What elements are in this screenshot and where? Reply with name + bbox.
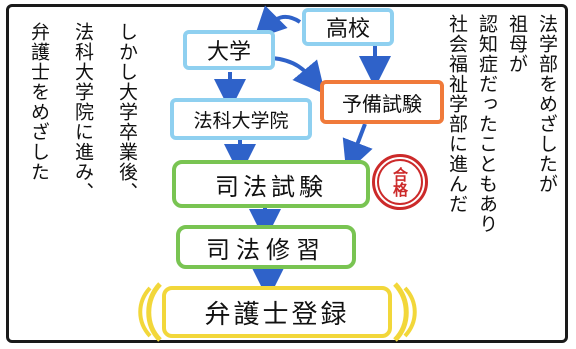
right-text-column-4: 社会福祉学部に進んだ xyxy=(446,14,468,214)
registration-label: 弁護士登録 xyxy=(204,299,350,330)
law-school-box: 法科大学院 xyxy=(170,98,312,140)
training-label: 司法修習 xyxy=(206,235,326,264)
highschool-box: 高校 xyxy=(302,8,394,46)
bar-exam-box: 司法試験 xyxy=(172,160,370,208)
training-box: 司法修習 xyxy=(176,225,356,269)
highschool-label: 高校 xyxy=(325,17,370,42)
left-text-column-2: 法科大学院に進み、 xyxy=(72,22,94,202)
pass-stamp: 合格 xyxy=(372,154,428,210)
left-text-column-3: 弁護士をめざした xyxy=(28,22,50,182)
university-box: 大学 xyxy=(183,30,275,70)
left-text-column-1: しかし大学卒業後、 xyxy=(116,22,138,202)
university-label: 大学 xyxy=(206,40,251,65)
right-text-column-2: 祖母が xyxy=(506,14,528,74)
prep-exam-box: 予備試験 xyxy=(320,80,444,124)
law-school-label: 法科大学院 xyxy=(193,109,289,132)
bar-exam-label: 司法試験 xyxy=(215,172,327,201)
prep-exam-label: 予備試験 xyxy=(342,91,422,116)
pass-stamp-label: 合格 xyxy=(391,167,409,197)
registration-box: 弁護士登録 xyxy=(162,286,392,338)
right-text-column-1: 法学部をめざしたが xyxy=(536,14,558,194)
right-text-column-3: 認知症だったこともあり xyxy=(476,14,498,234)
